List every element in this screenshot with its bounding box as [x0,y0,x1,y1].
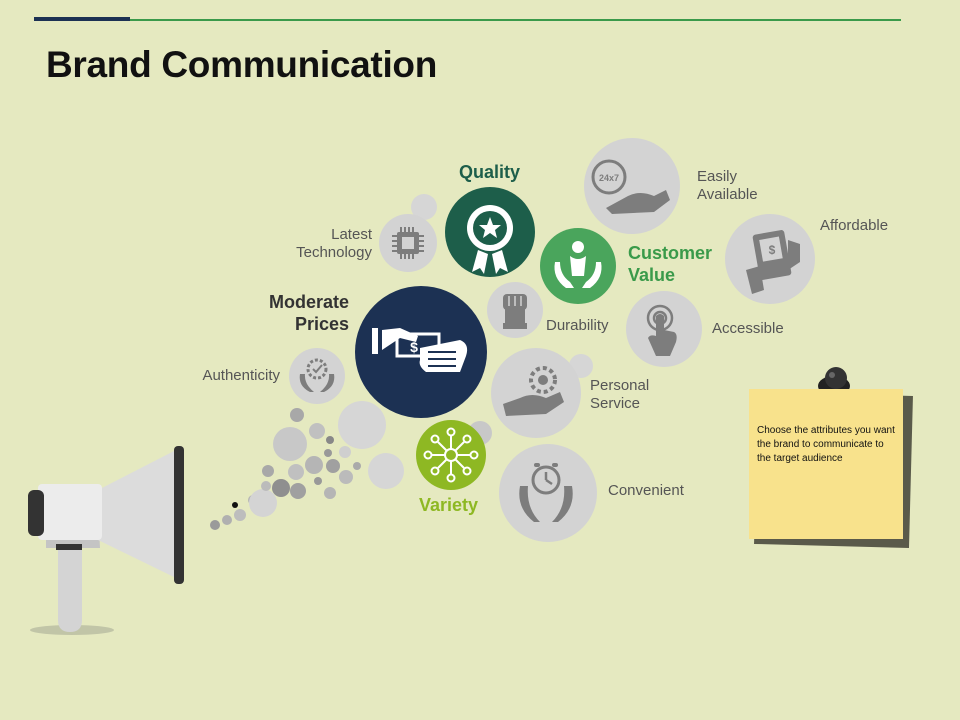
hands-gear-check-icon [289,348,345,404]
header-accent-dark [34,17,130,21]
label-convenient: Convenient [608,482,684,499]
label-moderate-prices: Moderate Prices [268,292,349,334]
cash-hand-icon: $ [355,286,487,418]
award-ribbon-icon [445,187,535,277]
label-quality: Quality [459,162,521,182]
label-personal-service: Personal Service [590,377,650,412]
hands-clock-icon [499,444,597,542]
sticky-note-text: Choose the attributes you want the brand… [757,425,895,464]
fist-icon [487,282,543,338]
header-accent-line [130,19,901,21]
hands-person-icon [540,228,616,304]
label-variety: Variety [419,495,479,515]
label-easily-available: Easily Available [697,168,758,203]
megaphone-icon [28,446,184,635]
label-latest-technology: Latest Technology [296,226,372,261]
page-title: Brand Communication [46,44,438,85]
hand-gear-icon [491,348,581,438]
label-durability: Durability [546,317,609,334]
24x7-hand-icon: 24x7 [584,138,680,234]
label-accessible: Accessible [712,320,784,337]
sound-bubbles [210,194,593,530]
chip-icon [379,214,437,272]
sticky-note [749,389,903,539]
hand-money-icon: $ [725,214,815,304]
touch-finger-icon [626,291,702,367]
svg-text:$: $ [769,243,776,257]
dollar-sign-text: $ [410,339,418,355]
24x7-text: 24x7 [599,173,619,183]
network-nodes-icon [416,420,486,490]
label-authenticity: Authenticity [202,367,280,384]
label-affordable: Affordable [820,217,889,234]
label-customer-value: Customer Value [628,243,713,285]
